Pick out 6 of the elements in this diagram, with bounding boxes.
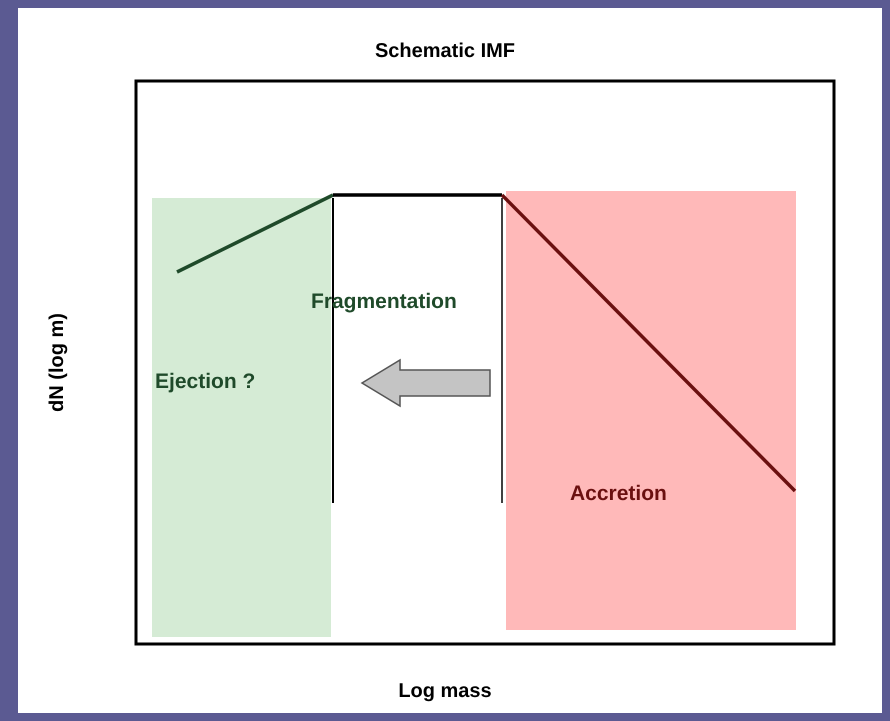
- y-axis-label: dN (log m): [45, 312, 68, 412]
- region-label: Ejection ?: [155, 370, 256, 394]
- accretion-region: [506, 191, 796, 630]
- x-axis-label: Log mass: [397, 680, 493, 703]
- region-label: Accretion: [570, 482, 667, 506]
- chart-title: Schematic IMF: [374, 40, 516, 63]
